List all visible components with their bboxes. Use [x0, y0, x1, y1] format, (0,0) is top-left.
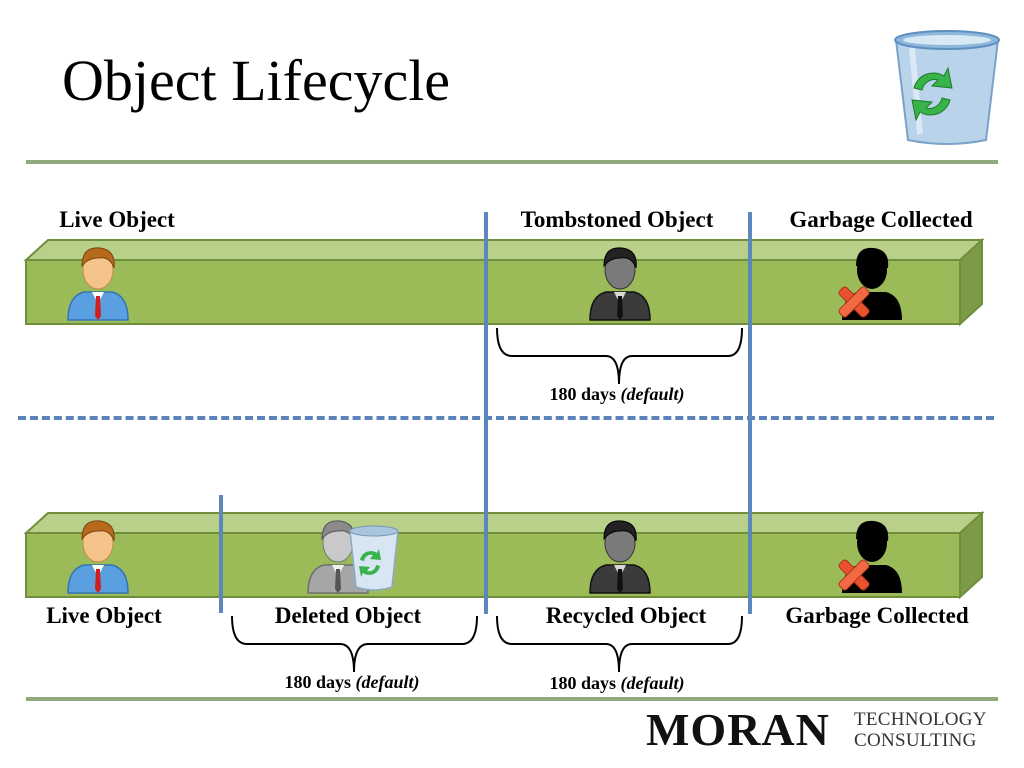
- logo-wordmark: MORAN: [646, 704, 830, 755]
- bottom-days-label-deleted: 180 days (default): [284, 672, 420, 692]
- deleted-user-icon: [307, 520, 399, 594]
- divider-tombstone: [484, 212, 488, 614]
- top-label-garbage: Garbage Collected: [789, 207, 973, 232]
- top-label-tombstoned: Tombstoned Object: [520, 207, 714, 232]
- logo-line-2: CONSULTING: [854, 730, 977, 751]
- top-rule: [26, 160, 998, 164]
- bottom-label-garbage: Garbage Collected: [785, 603, 969, 628]
- garbage-collected-user-icon: [838, 520, 902, 593]
- garbage-collected-user-icon: [838, 247, 902, 320]
- bottom-rule: [26, 697, 998, 701]
- divider-garbage: [748, 212, 752, 614]
- moran-logo: MORAN TECHNOLOGY CONSULTING: [646, 704, 998, 755]
- top-label-live: Live Object: [59, 207, 175, 232]
- row-separator: [18, 416, 994, 420]
- top-days-label: 180 days (default): [549, 384, 685, 404]
- live-user-icon: [67, 520, 129, 594]
- bottom-label-recycled: Recycled Object: [545, 603, 707, 628]
- bottom-label-deleted: Deleted Object: [274, 603, 422, 628]
- tombstoned-user-icon: [589, 247, 651, 321]
- logo-line-1: TECHNOLOGY: [854, 709, 987, 730]
- divider-deleted: [219, 495, 223, 613]
- live-user-icon: [67, 247, 129, 321]
- recycle-bin-icon: [894, 30, 1000, 145]
- slide-title: Object Lifecycle: [62, 48, 451, 113]
- recycled-user-icon: [589, 520, 651, 594]
- bottom-days-label-recycled: 180 days (default): [549, 673, 685, 693]
- bottom-label-live: Live Object: [46, 603, 162, 628]
